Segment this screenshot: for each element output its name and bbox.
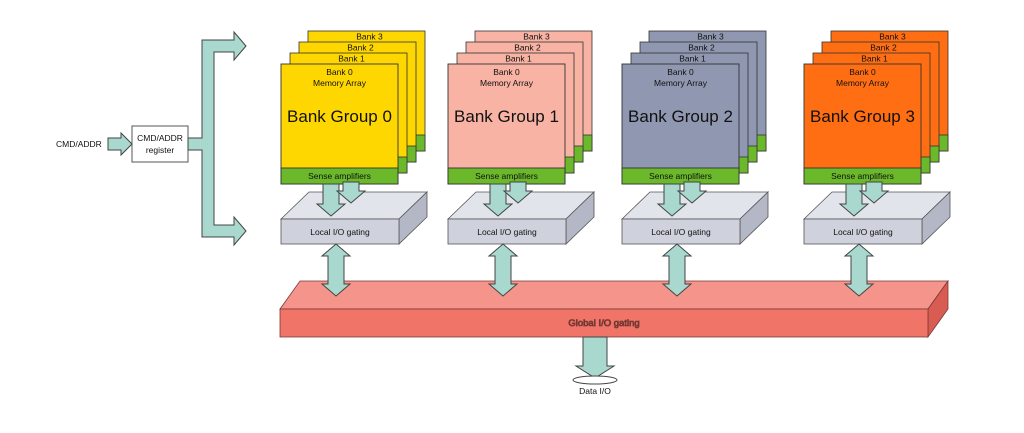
local-to-global-arrow bbox=[320, 243, 352, 297]
bank-group-title: Bank Group 1 bbox=[454, 107, 559, 126]
sense-amp-label: Sense amplifiers bbox=[831, 171, 894, 181]
data-io-terminal bbox=[572, 375, 618, 385]
global-io-label: Global I/O gating bbox=[568, 318, 639, 329]
sense-to-local-arrow-back bbox=[502, 181, 534, 204]
sense-amp-label: Sense amplifiers bbox=[649, 171, 712, 181]
bank-group-title: Bank Group 2 bbox=[628, 107, 733, 126]
cmd-register-line1: CMD/ADDR bbox=[137, 133, 183, 143]
local-io-label: Local I/O gating bbox=[651, 227, 711, 237]
memory-array-label: Memory Array bbox=[654, 78, 708, 88]
cmd-bus-arrow bbox=[187, 30, 247, 247]
global-io-gating: Global I/O gating bbox=[279, 279, 949, 339]
memory-array-label: Memory Array bbox=[313, 78, 367, 88]
bank-2-label: Bank 2 bbox=[347, 43, 374, 53]
sense-to-local-arrow-back bbox=[335, 181, 367, 204]
local-to-global-arrow bbox=[487, 243, 519, 297]
bank-0-label: Bank 0 bbox=[493, 67, 520, 77]
cmd-input-arrow bbox=[107, 131, 133, 157]
bank-group-title: Bank Group 0 bbox=[287, 107, 392, 126]
local-io-gating: Local I/O gating bbox=[621, 191, 769, 245]
memory-array-label: Memory Array bbox=[480, 78, 534, 88]
bank-1-label: Bank 1 bbox=[505, 54, 532, 64]
global-io-front bbox=[279, 308, 929, 338]
bank-3-label: Bank 3 bbox=[356, 32, 383, 42]
bank-group-title: Bank Group 3 bbox=[810, 107, 915, 126]
sense-to-local-arrow-back bbox=[858, 181, 890, 204]
local-to-global-arrow bbox=[843, 243, 875, 297]
bank-1-label: Bank 1 bbox=[338, 54, 365, 64]
cmd-section: CMD/ADDR CMD/ADDR register bbox=[56, 30, 247, 247]
data-io-arrow bbox=[574, 336, 616, 379]
bank-0-card bbox=[621, 63, 740, 185]
bank-2-label: Bank 2 bbox=[514, 43, 541, 53]
bank-3-label: Bank 3 bbox=[879, 32, 906, 42]
bank-0-label: Bank 0 bbox=[849, 67, 876, 77]
bank-1-label: Bank 1 bbox=[861, 54, 888, 64]
bank-0-label: Bank 0 bbox=[326, 67, 353, 77]
bank-2-label: Bank 2 bbox=[870, 43, 897, 53]
local-io-front bbox=[280, 218, 400, 245]
local-io-gating: Local I/O gating bbox=[803, 191, 951, 245]
sense-amp-label: Sense amplifiers bbox=[308, 171, 371, 181]
data-io-label: Data I/O bbox=[579, 386, 611, 396]
sense-to-local-arrow-back bbox=[676, 181, 708, 204]
bank-3-label: Bank 3 bbox=[697, 32, 724, 42]
local-io-front bbox=[447, 218, 567, 245]
bank-1-label: Bank 1 bbox=[679, 54, 706, 64]
local-io-gating: Local I/O gating bbox=[447, 191, 595, 245]
bank-0-card bbox=[280, 63, 399, 185]
bank-3-label: Bank 3 bbox=[523, 32, 550, 42]
data-io: Data I/O bbox=[572, 336, 618, 396]
bank-2-label: Bank 2 bbox=[688, 43, 715, 53]
local-to-global-arrow bbox=[661, 243, 693, 297]
local-io-front bbox=[803, 218, 923, 245]
local-io-gating: Local I/O gating bbox=[280, 191, 428, 245]
cmd-register-box bbox=[131, 125, 189, 163]
local-io-front bbox=[621, 218, 741, 245]
bank-0-label: Bank 0 bbox=[667, 67, 694, 77]
memory-array-label: Memory Array bbox=[836, 78, 890, 88]
local-io-label: Local I/O gating bbox=[477, 227, 537, 237]
local-io-label: Local I/O gating bbox=[833, 227, 893, 237]
local-io-label: Local I/O gating bbox=[310, 227, 370, 237]
cmd-register-line2: register bbox=[146, 145, 175, 155]
sense-amp-label: Sense amplifiers bbox=[475, 171, 538, 181]
cmd-input-label: CMD/ADDR bbox=[56, 139, 102, 149]
bank-0-card bbox=[447, 63, 566, 185]
